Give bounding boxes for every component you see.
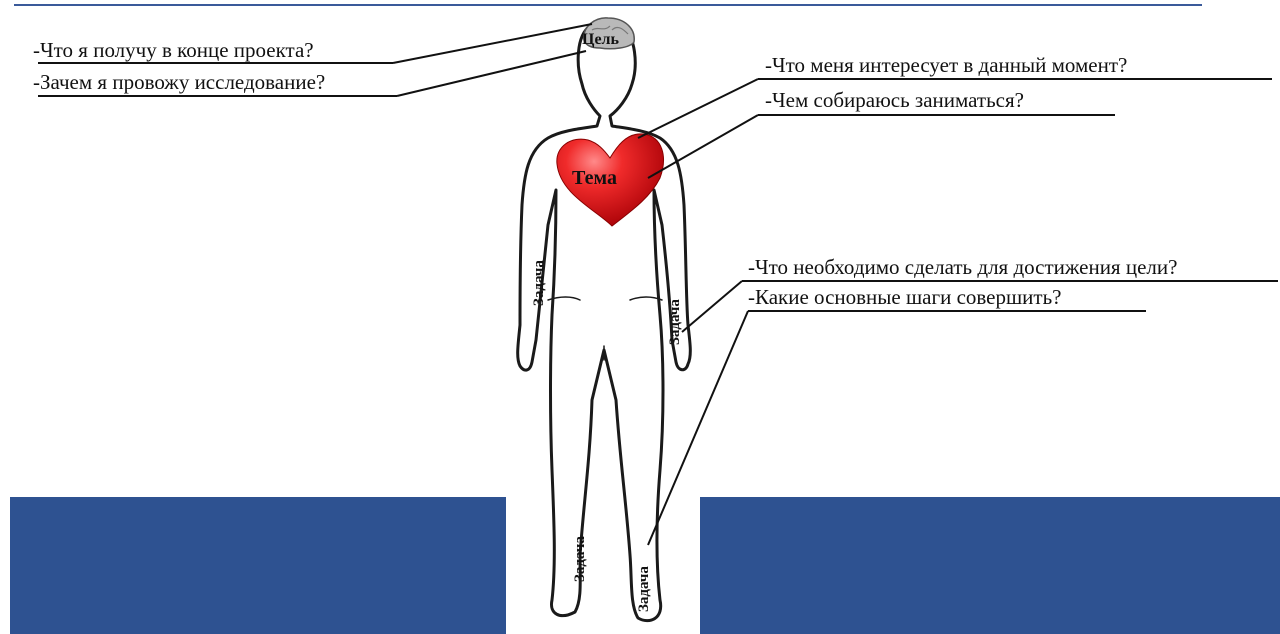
label-goal: Цель	[582, 31, 620, 48]
label-task-right-arm: Задача	[667, 299, 683, 345]
leader-topic-1	[638, 79, 758, 138]
label-task-left-arm: Задача	[531, 260, 547, 306]
leader-goal-2	[397, 51, 586, 96]
label-topic: Тема	[572, 167, 617, 189]
leader-task-1	[682, 281, 742, 332]
question-goal-1: -Что я получу в конце проекта?	[33, 38, 314, 62]
question-topic-2: -Чем собираюсь заниматься?	[765, 88, 1024, 112]
question-goal-2: -Зачем я провожу исследование?	[33, 70, 325, 94]
question-topic-1: -Что меня интересует в данный момент?	[765, 53, 1127, 77]
question-task-1: -Что необходимо сделать для достижения ц…	[748, 255, 1177, 279]
label-task-right-leg: Задача	[636, 566, 652, 612]
label-task-left-leg: Задача	[572, 536, 588, 582]
question-task-2: -Какие основные шаги совершить?	[748, 285, 1061, 309]
figure-backdrop	[506, 490, 700, 634]
